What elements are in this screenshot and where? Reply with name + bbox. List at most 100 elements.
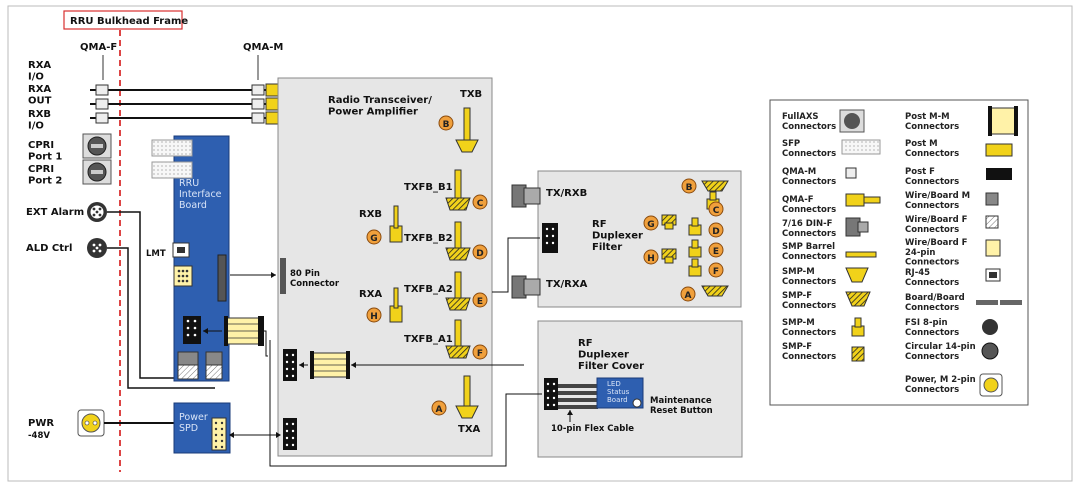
legend-wire-m-icon [985, 192, 999, 206]
ald-ctrl-label: ALD Ctrl [26, 243, 72, 254]
qma-cables [90, 89, 272, 119]
txfb-a2-label: TXFB_A2 [404, 284, 453, 295]
svg-text:F: F [713, 267, 719, 277]
txb-connector [455, 107, 479, 153]
pwr-label: PWR [28, 418, 54, 429]
duplexer-smp-f-a [701, 285, 729, 297]
txfb-a1-label: TXFB_A1 [404, 334, 453, 345]
marker-f-radio: F [472, 344, 488, 360]
legend-smp-f2-icon [851, 346, 865, 362]
interface-wire-board-m [177, 351, 223, 367]
txfb-b1-connector [445, 169, 471, 211]
radio-post-f-1 [283, 349, 297, 381]
legend-smp-m1-icon [845, 267, 869, 283]
ald-ctrl-connector [87, 238, 107, 258]
interface-wire-board-f [177, 364, 223, 380]
svg-text:G: G [647, 220, 654, 230]
txa-connector [455, 375, 479, 419]
legend-post-m-icon [985, 143, 1013, 157]
svg-text:E: E [713, 247, 719, 257]
legend-smp-barrel-icon [845, 251, 877, 258]
txfb-a2-connector [445, 271, 471, 311]
txfb-b2-label: TXFB_B2 [404, 233, 453, 244]
legend-qma-f-icon [845, 193, 881, 207]
legend-post-f-icon [986, 168, 1012, 180]
ext-alarm-wire [107, 211, 184, 379]
duplexer-smp-m-e [688, 239, 702, 258]
svg-text:D: D [712, 227, 719, 237]
legend-sfp-icon [841, 139, 881, 155]
radio-cover-cable [269, 340, 542, 467]
marker-b-duplexer: B [681, 178, 697, 194]
rj45-connector [172, 242, 190, 258]
duplexer-panel [537, 170, 742, 308]
rxb-label: RXB [359, 209, 382, 220]
legend-rj45-icon [985, 268, 1001, 282]
din-connector-rxa [511, 275, 541, 299]
radio-duplexer-wire [492, 237, 540, 293]
svg-text:G: G [370, 234, 377, 244]
txfb-a1-connector [445, 319, 471, 359]
marker-h-radio: H [366, 307, 382, 323]
marker-d-radio: D [472, 244, 488, 260]
legend-din-icon [845, 217, 869, 237]
frame-label: RRU Bulkhead Frame [70, 16, 188, 27]
svg-text:E: E [477, 297, 483, 307]
legend-fsi-icon [982, 319, 998, 335]
marker-e-duplexer: E [708, 242, 724, 258]
ext-alarm-label: EXT Alarm [26, 207, 84, 218]
txa-label: TXA [458, 424, 481, 435]
svg-text:C: C [477, 199, 484, 209]
svg-text:H: H [370, 312, 378, 322]
cover-post-f [544, 378, 558, 410]
marker-c-duplexer: C [708, 201, 724, 217]
cpri-port-1 [82, 133, 112, 159]
spd-arrow-head [276, 432, 281, 438]
post-mm-arrow-1-head [203, 328, 208, 334]
marker-a-duplexer: A [680, 286, 696, 302]
radio-panel [277, 77, 493, 457]
marker-b-radio: B [438, 115, 454, 131]
legend-circ14-icon [981, 342, 999, 360]
post-mm-to-board-wire [263, 330, 268, 357]
marker-d-duplexer: D [708, 222, 724, 238]
reset-button[interactable] [632, 398, 642, 408]
post-mm-connector-2 [310, 351, 350, 379]
svg-text:D: D [476, 249, 483, 259]
marker-a-radio: A [431, 400, 447, 416]
legend-board-icon [976, 300, 1022, 305]
qma-m-connectors [251, 84, 265, 124]
cpri-port-2 [82, 159, 112, 185]
svg-text:H: H [647, 254, 655, 264]
legend-fullaxs-icon [839, 109, 865, 133]
legend-smp-m2-icon [851, 317, 865, 337]
connector-80-arrow-head [271, 272, 276, 278]
post-mm-connector-1 [224, 316, 264, 346]
svg-text:A: A [685, 291, 692, 301]
tx-rxb-label: TX/RXB [546, 188, 587, 199]
ald-ctrl-wire [107, 247, 215, 389]
legend-smp-f1-icon [845, 291, 871, 307]
svg-text:B: B [443, 120, 450, 130]
marker-g-duplexer: G [643, 215, 659, 231]
